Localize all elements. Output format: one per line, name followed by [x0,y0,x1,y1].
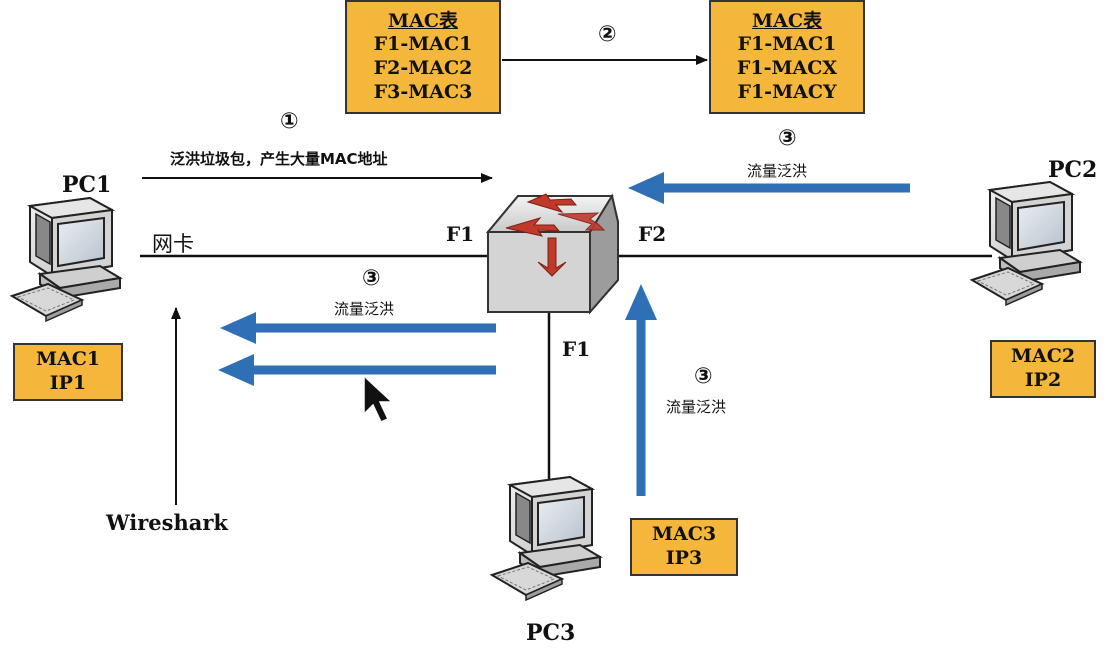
nic-label: 网卡 [152,232,194,256]
mouse-cursor-icon [363,374,394,423]
pc3-ip: IP3 [665,547,703,569]
mac-table-before: MAC表 F1-MAC1 F2-MAC2 F3-MAC3 [345,0,501,114]
pc3-computer-icon [491,476,601,601]
pc2-address-box: MAC2 IP2 [990,340,1096,398]
flood-arrow-to-pc1-lower [218,354,496,386]
pc3-label: PC3 [526,620,576,646]
switch-port-left: F1 [446,222,475,246]
mac-table-after-entry: F1-MAC1 [737,33,837,56]
flood-arrow-from-pc3 [625,284,657,496]
mac-table-after-entry: F1-MACX [736,57,838,79]
pc3-address-box: MAC3 IP3 [630,518,738,576]
step3-marker-pc1: ③ [362,266,381,291]
pc1-ip: IP1 [49,372,87,394]
mac-table-before-entry: F1-MAC1 [373,33,473,56]
wireshark-label: Wireshark [106,510,228,535]
mac-table-after-entry: F1-MACY [737,80,837,103]
mac-table-before-title: MAC表 [388,9,458,32]
pc1-address-box: MAC1 IP1 [13,343,123,401]
pc2-mac: MAC2 [1010,345,1076,368]
mac-table-before-entry: F2-MAC2 [373,57,473,79]
pc2-ip: IP2 [1024,369,1062,391]
pc1-computer-icon [11,197,121,322]
switch-icon [485,193,619,315]
switch-port-right: F2 [638,222,667,246]
flood-text-pc1: 流量泛洪 [334,300,395,318]
pc1-mac: MAC1 [35,348,101,371]
step1-text: 泛洪垃圾包，产生大量MAC地址 [170,150,388,168]
flood-text-pc2: 流量泛洪 [747,162,808,180]
pc2-computer-icon [971,181,1081,306]
flood-text-pc3: 流量泛洪 [666,398,727,416]
step3-marker-pc2: ③ [778,126,797,151]
step1-marker: ① [280,109,299,134]
pc2-label: PC2 [1048,157,1098,183]
pc1-label: PC1 [62,172,112,198]
mac-table-after: MAC表 F1-MAC1 F1-MACX F1-MACY [709,0,865,114]
mac-table-before-entry: F3-MAC3 [373,80,473,103]
step2-marker: ② [598,22,617,47]
switch-port-bottom: F1 [562,337,591,361]
mac-table-after-title: MAC表 [752,9,822,32]
flood-arrow-from-pc2 [628,172,910,204]
step3-marker-pc3: ③ [694,364,713,389]
flood-arrow-to-pc1-upper [220,312,496,344]
pc3-mac: MAC3 [651,523,717,546]
